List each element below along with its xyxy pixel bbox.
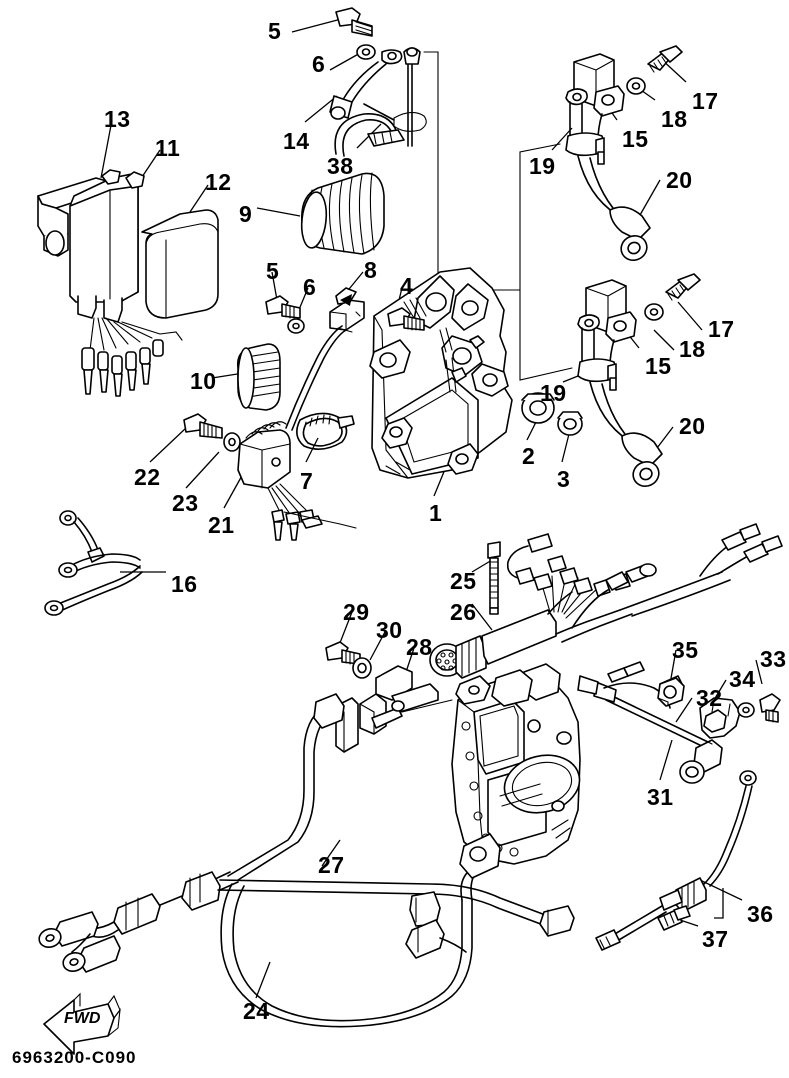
callout-33: 33 — [760, 646, 787, 672]
callout-19-upper: 19 — [529, 153, 556, 179]
callout-21: 21 — [208, 512, 235, 538]
fwd-label: FWD — [64, 1010, 101, 1027]
callout-30: 30 — [376, 617, 403, 643]
callout-1: 1 — [429, 500, 443, 526]
callout-9: 9 — [239, 201, 253, 227]
callout-12: 12 — [205, 169, 232, 195]
callout-35: 35 — [672, 637, 699, 663]
callout-11: 11 — [155, 135, 181, 161]
callout-20-lower: 20 — [679, 413, 706, 439]
fwd-arrow — [43, 992, 121, 1055]
wire-harness — [429, 523, 783, 679]
cable-tie — [487, 541, 501, 615]
callout-20-upper: 20 — [666, 167, 693, 193]
callout-37: 37 — [702, 926, 729, 952]
hose-clamp — [296, 412, 355, 450]
callout-16: 16 — [171, 571, 198, 597]
callout-2: 2 — [522, 443, 536, 469]
rectifier-group — [183, 325, 357, 541]
callout-3: 3 — [557, 466, 571, 492]
callout-5-top: 5 — [268, 18, 282, 44]
callout-27: 27 — [318, 852, 345, 878]
ignition-coil-lower-group — [519, 273, 701, 487]
lead-wire-group — [595, 770, 757, 951]
callout-26: 26 — [450, 599, 477, 625]
callout-15-lower: 15 — [645, 353, 672, 379]
cdi-unit-group — [37, 169, 219, 397]
callout-23: 23 — [172, 490, 199, 516]
ground-lead-group — [329, 7, 521, 291]
callout-14: 14 — [283, 128, 310, 154]
callout-18-upper: 18 — [661, 106, 688, 132]
callout-6-top: 6 — [312, 51, 326, 77]
callout-10: 10 — [190, 368, 217, 394]
callout-31: 31 — [647, 784, 674, 810]
diagram-part-number: 6963200-C090 — [12, 1048, 137, 1067]
callout-24: 24 — [243, 998, 270, 1024]
ignition-coil-upper-group — [519, 45, 683, 291]
callout-25: 25 — [450, 568, 477, 594]
callout-17-upper: 17 — [692, 88, 719, 114]
callout-32: 32 — [696, 685, 723, 711]
corrugated-tube-large — [300, 172, 385, 255]
callout-7: 7 — [300, 468, 314, 494]
battery-cables-group — [38, 693, 575, 1028]
callout-28: 28 — [406, 634, 433, 660]
callout-29: 29 — [343, 599, 370, 625]
callout-6-mid: 6 — [303, 274, 317, 300]
callout-38: 38 — [327, 153, 354, 179]
callout-36: 36 — [747, 901, 774, 927]
callout-13: 13 — [104, 106, 131, 132]
callout-17-lower: 17 — [708, 316, 735, 342]
callout-22: 22 — [134, 464, 161, 490]
shift-cut-switch-group — [577, 661, 781, 784]
callout-34: 34 — [729, 666, 756, 692]
callout-4: 4 — [400, 273, 414, 299]
engine-housing — [451, 663, 581, 865]
callout-15-upper: 15 — [622, 126, 649, 152]
callout-19-lower: 19 — [540, 380, 567, 406]
corrugated-tube-small — [236, 343, 281, 411]
electrical-bracket-group — [265, 267, 583, 479]
callout-8: 8 — [364, 257, 378, 283]
callout-18-lower: 18 — [679, 336, 706, 362]
ground-wire-set — [44, 510, 143, 616]
callout-5-mid: 5 — [266, 258, 280, 284]
